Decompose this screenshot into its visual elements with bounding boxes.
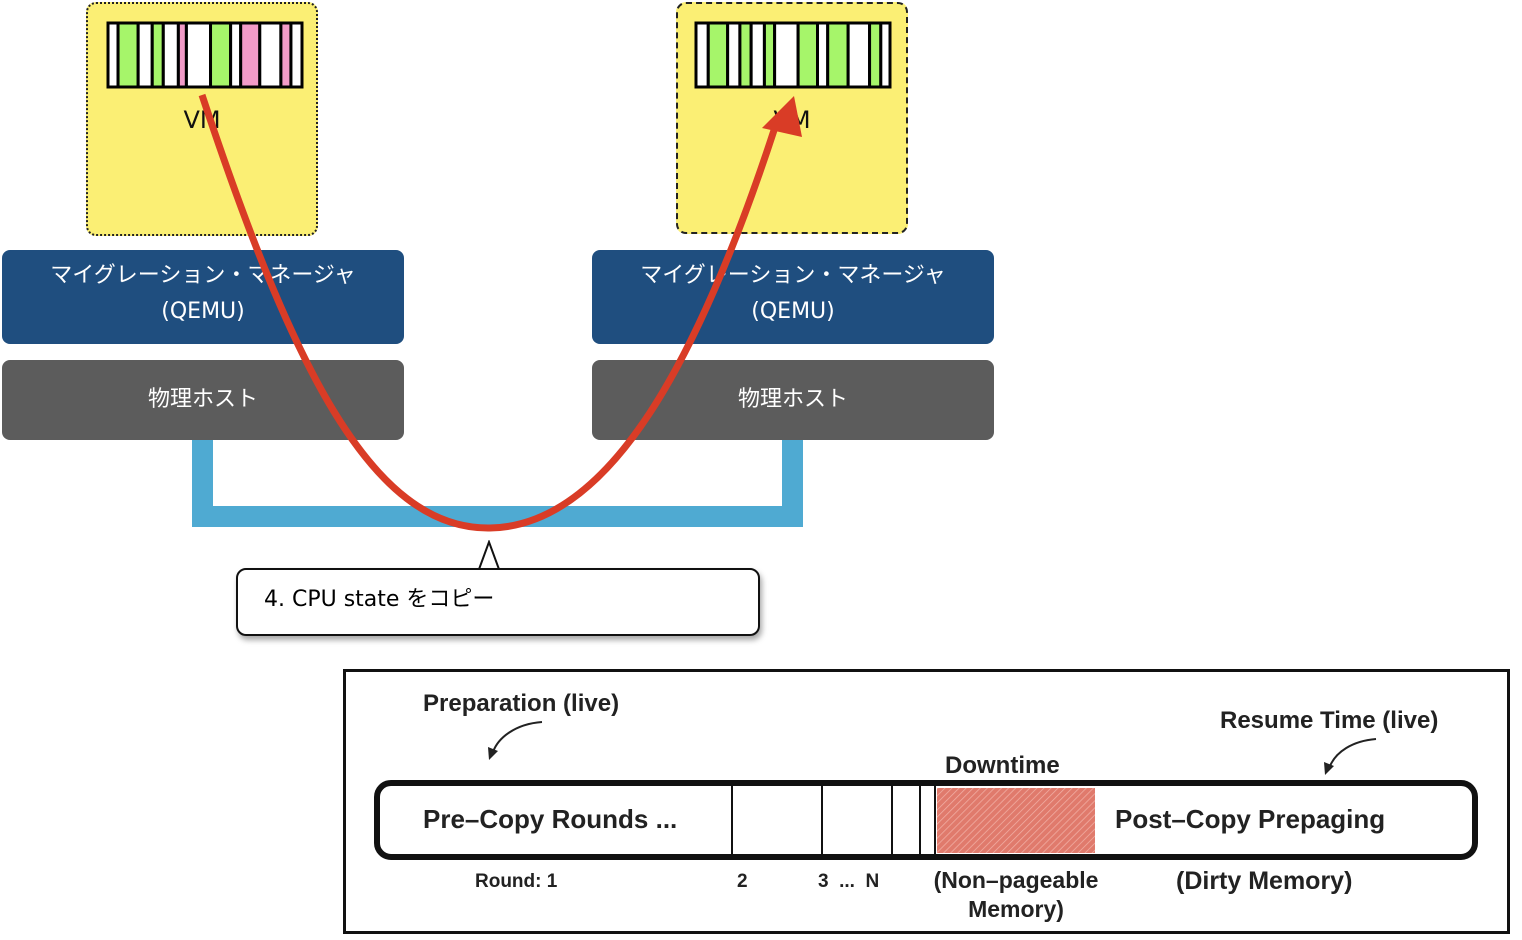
nonpageable-memory-label: (Non–pageable Memory): [928, 866, 1104, 924]
precopy-rounds-label: Pre–Copy Rounds ...: [423, 804, 678, 834]
preparation-arrowhead-icon: [488, 747, 498, 760]
memory-page-white: [289, 21, 304, 89]
destination-manager-subtitle: (QEMU): [751, 299, 835, 324]
source-migration-manager: マイグレーション・マネージャ (QEMU): [2, 250, 404, 344]
source-manager-title: マイグレーション・マネージャ: [50, 263, 356, 288]
resume-pointer-arrow: [1329, 738, 1377, 767]
cpu-state-callout: 4. CPU state をコピー: [236, 568, 760, 636]
source-physical-host: 物理ホスト: [2, 360, 404, 440]
downtime-hatched-region: [937, 788, 1095, 853]
downtime-label: Downtime: [945, 752, 1060, 779]
preparation-pointer-arrow: [492, 721, 543, 753]
nonpageable-line2: Memory): [968, 896, 1064, 922]
memory-page-white: [879, 21, 892, 89]
migration-arrow: [198, 93, 802, 532]
dirty-memory-label: (Dirty Memory): [1176, 867, 1353, 895]
postcopy-prepaging-label: Post–Copy Prepaging: [1115, 804, 1386, 834]
timeline-bar: [374, 780, 1478, 860]
resume-arrowhead-icon: [1324, 762, 1334, 775]
round-2-label: 2: [737, 871, 748, 892]
round-1-label: Round: 1: [475, 871, 558, 892]
network-link-bottom: [192, 506, 803, 527]
source-memory-pages: [106, 21, 304, 89]
destination-migration-manager: マイグレーション・マネージャ (QEMU): [592, 250, 994, 344]
nonpageable-line1: (Non–pageable: [933, 867, 1099, 893]
arrowhead-icon: [762, 96, 802, 137]
source-manager-subtitle: (QEMU): [161, 299, 245, 324]
migration-arrow-curve: [198, 93, 782, 532]
destination-manager-title: マイグレーション・マネージャ: [640, 263, 946, 288]
resume-time-label: Resume Time (live): [1220, 707, 1439, 734]
network-link-left: [192, 440, 213, 527]
destination-memory-pages: [694, 21, 892, 89]
preparation-label: Preparation (live): [423, 690, 620, 717]
source-vm: VM: [86, 2, 318, 236]
round-3-n-label: 3 ... N: [818, 871, 880, 892]
network-link-right: [782, 440, 803, 527]
